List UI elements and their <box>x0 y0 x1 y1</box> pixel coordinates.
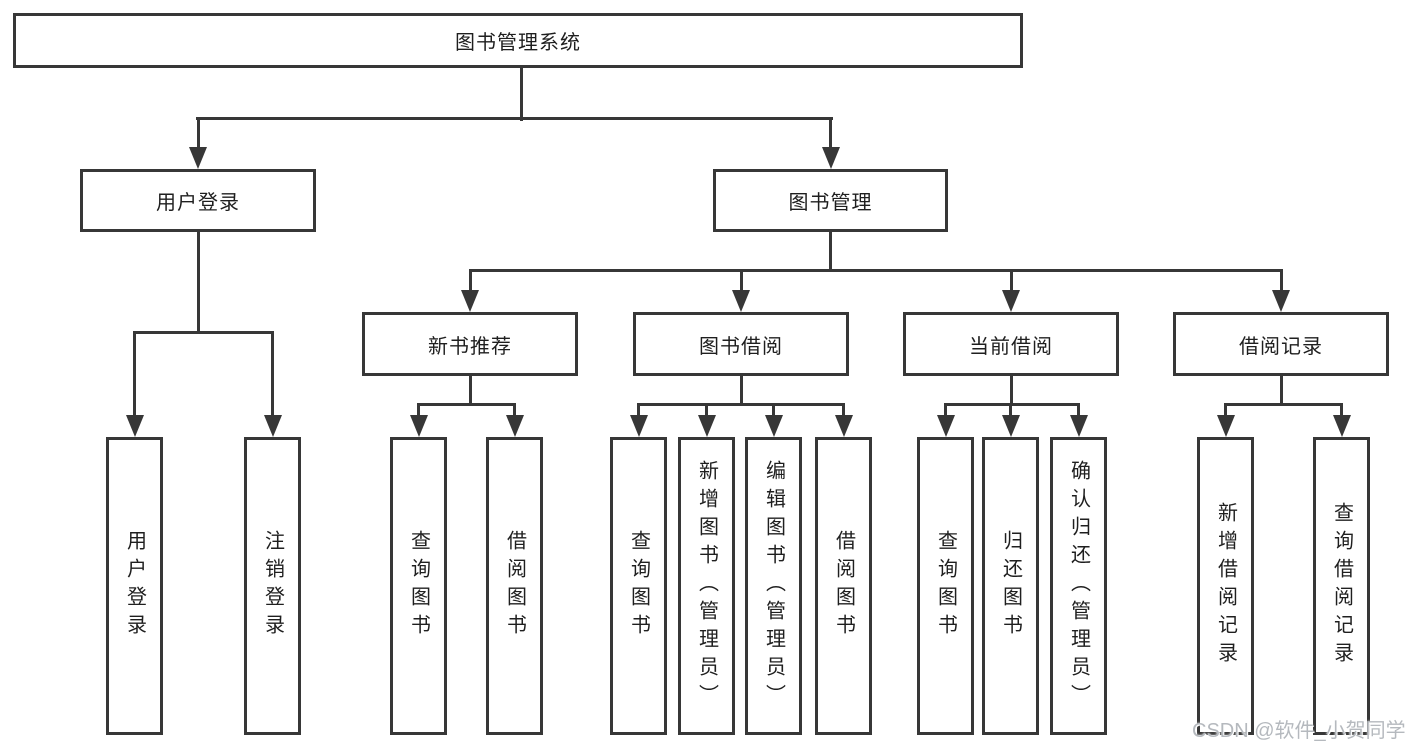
arrowhead-user-login <box>189 147 207 169</box>
connector-current-bar <box>944 403 1080 406</box>
connector-login-bar <box>133 331 274 334</box>
connector-mgmt-stub-2 <box>739 269 743 290</box>
connector-current-stub-1 <box>944 403 947 415</box>
leaf-borrow-add-book-admin: 新增图书（管理员） <box>678 437 735 735</box>
arrowhead-record-leaf-1 <box>1216 415 1235 437</box>
arrowhead-book-borrow <box>732 290 750 312</box>
leaf-borrow-edit-book-admin: 编辑图书（管理员） <box>745 437 802 735</box>
connector-recommend-trunk <box>468 376 472 406</box>
leaf-borrow-query-book: 查询图书 <box>610 437 667 735</box>
leaf-login-logout-label: 注销登录 <box>261 530 284 642</box>
connector-record-stub-1 <box>1224 403 1227 415</box>
connector-mgmt-stub-4 <box>1279 269 1283 290</box>
node-book-borrow: 图书借阅 <box>633 312 849 376</box>
leaf-current-return-book-label: 归还图书 <box>999 530 1022 642</box>
leaf-current-query-book: 查询图书 <box>917 437 974 735</box>
connector-current-stub-3 <box>1077 403 1080 415</box>
connector-mgmt-bar <box>468 269 1283 272</box>
node-book-management-label: 图书管理 <box>788 192 873 214</box>
node-user-login: 用户登录 <box>80 169 316 232</box>
node-root: 图书管理系统 <box>13 13 1023 68</box>
connector-record-trunk <box>1279 376 1283 406</box>
connector-login-stub-1 <box>133 331 136 415</box>
connector-root-stub-right <box>829 117 832 150</box>
leaf-recommend-borrow-book: 借阅图书 <box>486 437 543 735</box>
node-user-login-label: 用户登录 <box>156 192 240 214</box>
connector-record-bar <box>1224 403 1343 406</box>
leaf-current-confirm-return-admin-label: 确认归还（管理员） <box>1067 460 1090 712</box>
leaf-recommend-borrow-book-label: 借阅图书 <box>503 530 526 642</box>
leaf-recommend-query-book: 查询图书 <box>390 437 447 735</box>
arrowhead-borrow-leaf-2 <box>697 415 716 437</box>
arrowhead-new-book-recommend <box>461 290 479 312</box>
leaf-borrow-add-book-admin-label: 新增图书（管理员） <box>695 460 718 712</box>
arrowhead-recommend-leaf-1 <box>409 415 428 437</box>
arrowhead-borrow-leaf-3 <box>764 415 783 437</box>
arrowhead-login-leaf-1 <box>125 415 144 437</box>
arrowhead-borrow-record <box>1272 290 1290 312</box>
leaf-login-user-login-label: 用户登录 <box>123 530 146 642</box>
arrowhead-current-leaf-3 <box>1069 415 1088 437</box>
connector-borrow-bar <box>637 403 845 406</box>
arrowhead-current-leaf-1 <box>936 415 955 437</box>
connector-borrow-stub-3 <box>772 403 775 415</box>
leaf-record-add-record: 新增借阅记录 <box>1197 437 1254 735</box>
node-new-book-recommend: 新书推荐 <box>362 312 578 376</box>
arrowhead-recommend-leaf-2 <box>505 415 524 437</box>
connector-borrow-stub-4 <box>842 403 845 415</box>
arrowhead-current-borrow <box>1002 290 1020 312</box>
arrowhead-borrow-leaf-4 <box>834 415 853 437</box>
leaf-recommend-query-book-label: 查询图书 <box>407 530 430 642</box>
connector-current-stub-2 <box>1009 403 1012 415</box>
node-book-management: 图书管理 <box>713 169 948 232</box>
connector-root-trunk <box>519 66 523 121</box>
leaf-current-return-book: 归还图书 <box>982 437 1039 735</box>
connector-mgmt-stub-3 <box>1009 269 1013 290</box>
arrowhead-record-leaf-2 <box>1332 415 1351 437</box>
leaf-borrow-borrow-book-label: 借阅图书 <box>832 530 855 642</box>
arrowhead-current-leaf-2 <box>1001 415 1020 437</box>
leaf-borrow-edit-book-admin-label: 编辑图书（管理员） <box>762 460 785 712</box>
leaf-borrow-query-book-label: 查询图书 <box>627 530 650 642</box>
node-current-borrow: 当前借阅 <box>903 312 1119 376</box>
node-current-borrow-label: 当前借阅 <box>969 335 1053 358</box>
node-book-borrow-label: 图书借阅 <box>699 335 783 358</box>
connector-login-stub-2 <box>271 331 274 415</box>
node-new-book-recommend-label: 新书推荐 <box>428 335 512 358</box>
arrowhead-login-leaf-2 <box>263 415 282 437</box>
connector-borrow-stub-1 <box>637 403 640 415</box>
leaf-current-query-book-label: 查询图书 <box>934 530 957 642</box>
connector-mgmt-stub-1 <box>468 269 472 290</box>
leaf-record-query-record-label: 查询借阅记录 <box>1330 502 1353 670</box>
leaf-record-add-record-label: 新增借阅记录 <box>1214 502 1237 670</box>
connector-borrow-trunk <box>739 376 743 406</box>
connector-borrow-stub-2 <box>705 403 708 415</box>
connector-recommend-stub-1 <box>417 403 420 415</box>
arrowhead-book-management <box>821 147 840 169</box>
connector-record-stub-2 <box>1340 403 1343 415</box>
connector-root-stub-left <box>196 117 200 150</box>
node-borrow-record-label: 借阅记录 <box>1239 335 1323 358</box>
leaf-record-query-record: 查询借阅记录 <box>1313 437 1370 735</box>
arrowhead-borrow-leaf-1 <box>629 415 648 437</box>
connector-root-bar <box>196 117 833 120</box>
connector-login-trunk <box>196 232 200 334</box>
connector-mgmt-trunk <box>829 232 832 272</box>
leaf-borrow-borrow-book: 借阅图书 <box>815 437 872 735</box>
node-borrow-record: 借阅记录 <box>1173 312 1389 376</box>
connector-current-trunk <box>1009 376 1013 406</box>
node-root-label: 图书管理系统 <box>455 32 581 54</box>
connector-recommend-stub-2 <box>513 403 516 415</box>
connector-recommend-bar <box>417 403 516 406</box>
csdn-watermark: CSDN @软件_小贺同学 <box>1192 720 1405 742</box>
leaf-login-user-login: 用户登录 <box>106 437 163 735</box>
leaf-login-logout: 注销登录 <box>244 437 301 735</box>
leaf-current-confirm-return-admin: 确认归还（管理员） <box>1050 437 1107 735</box>
